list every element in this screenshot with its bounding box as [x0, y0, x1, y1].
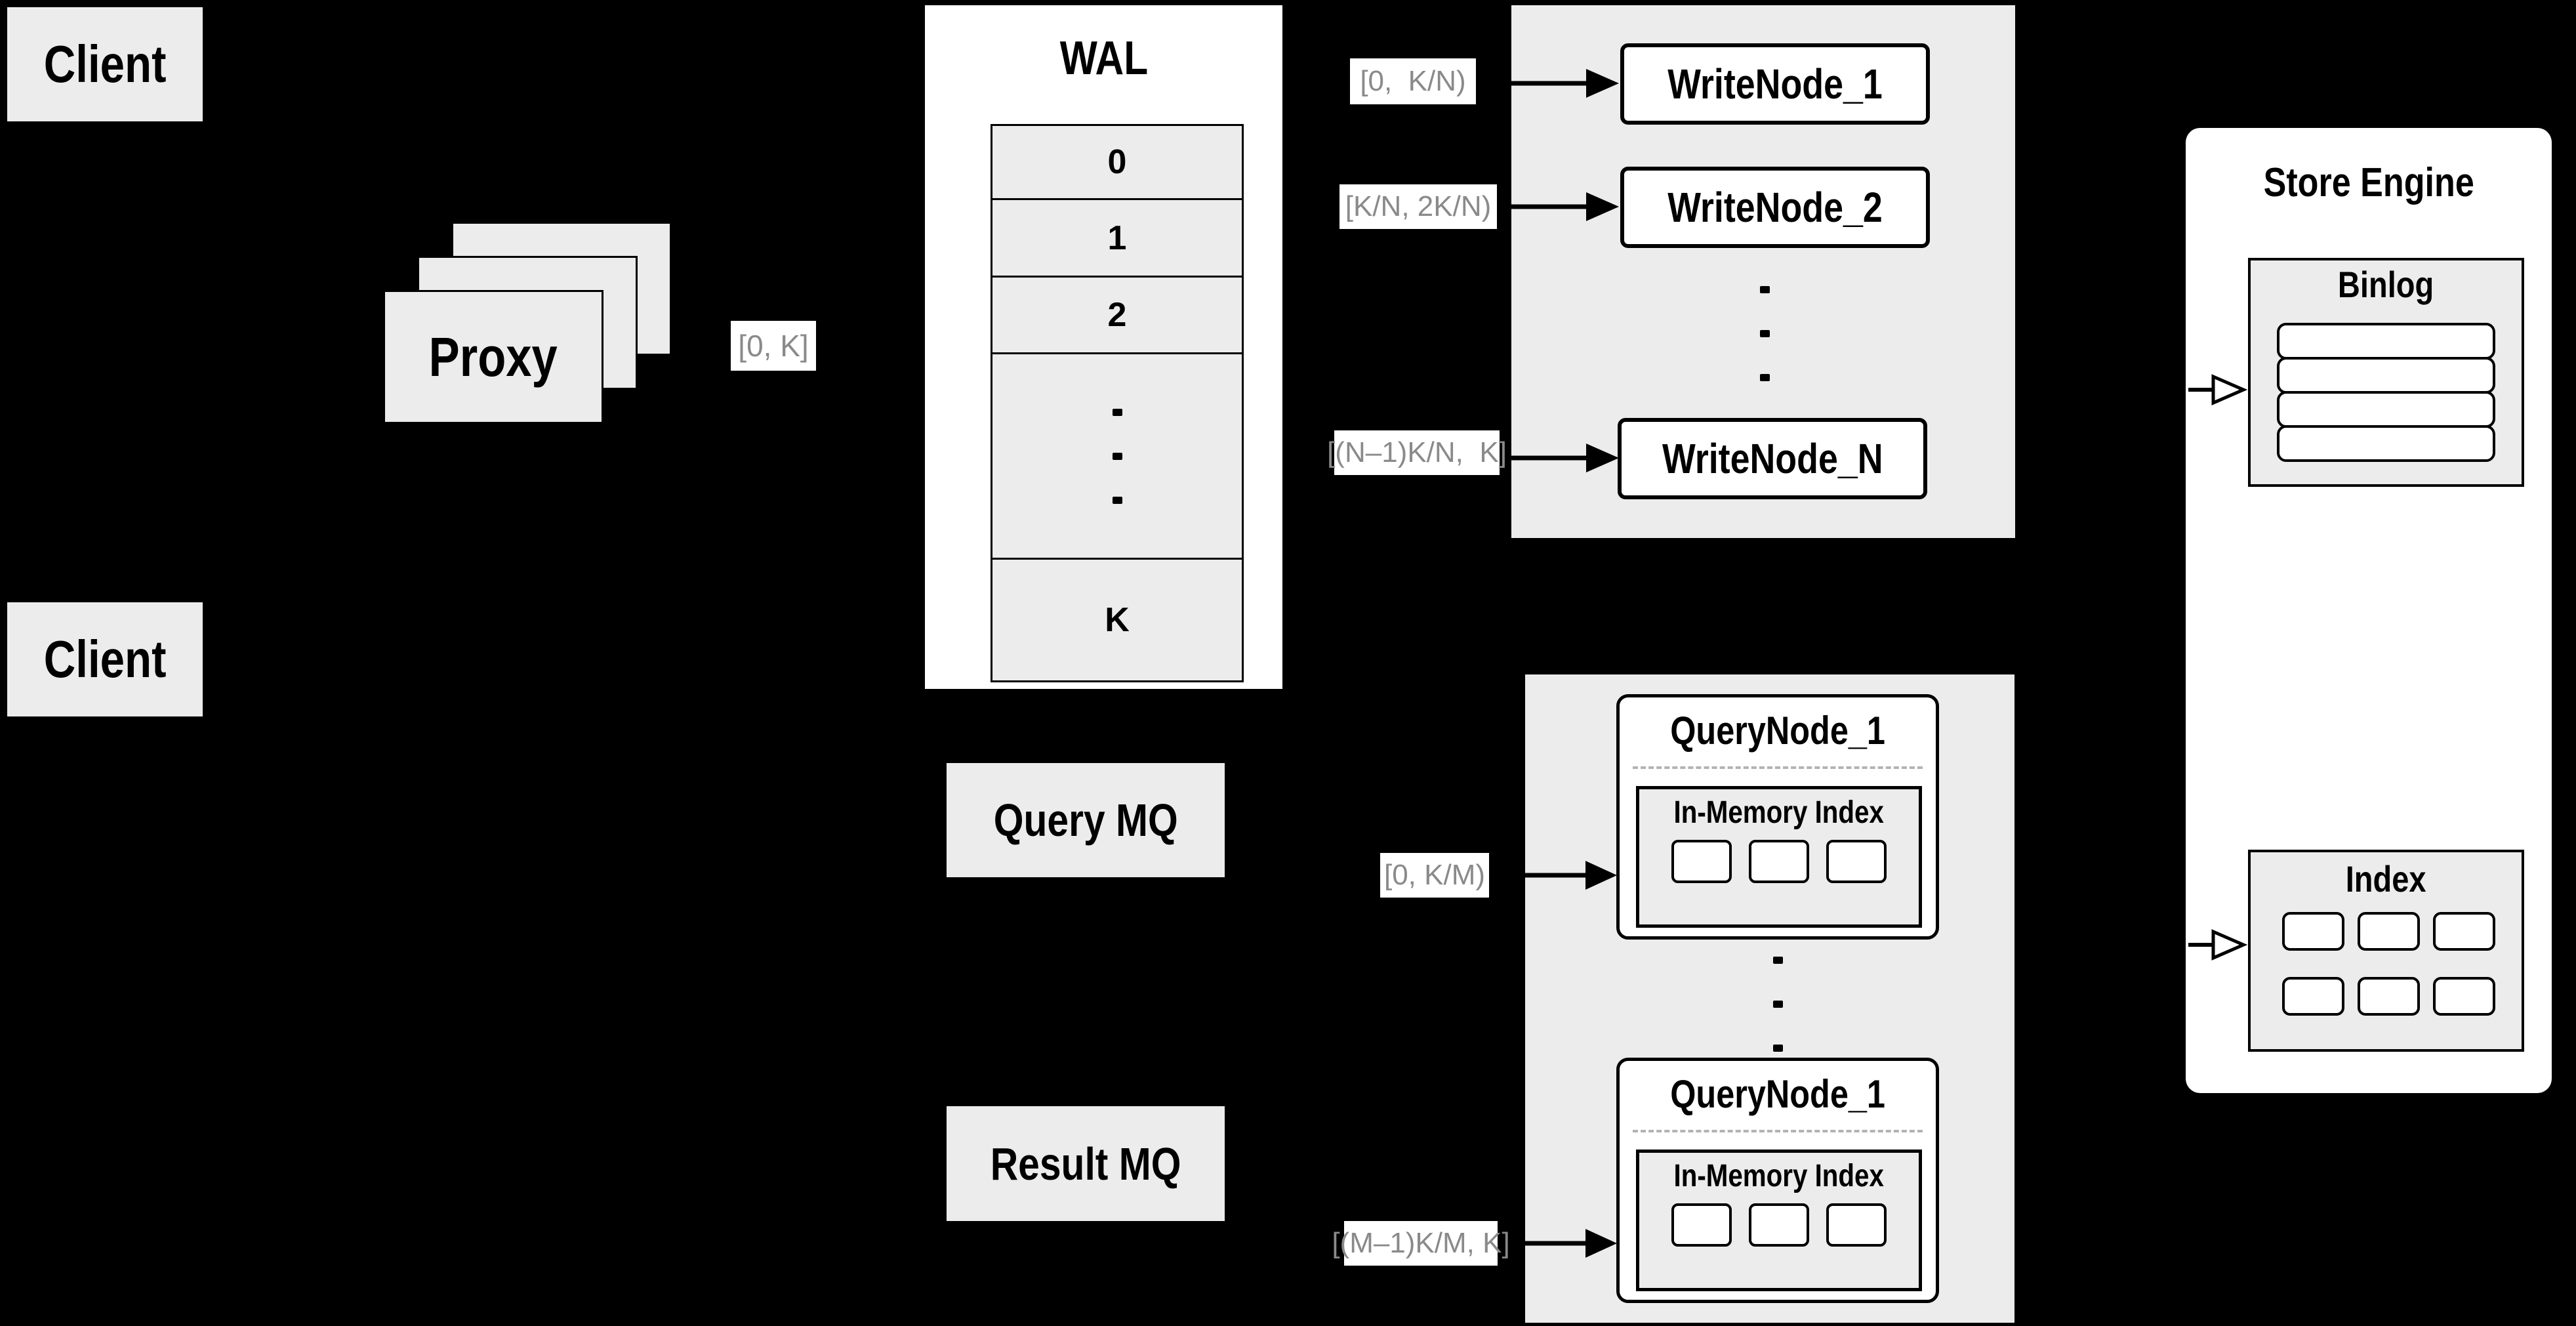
- index-cell: [2358, 912, 2420, 951]
- arrow-to-writenode-1: [1511, 69, 1619, 98]
- range-label-querynode-2: [(M–1)K/M, K]: [1332, 1221, 1510, 1266]
- segment-chip: [1826, 1203, 1887, 1247]
- wal-segment-row: 1: [991, 198, 1244, 278]
- binlog-row: [2277, 425, 2495, 462]
- wal-segment-table: 0 1 2 K: [991, 124, 1244, 682]
- store-engine-title: Store Engine: [2263, 160, 2474, 205]
- binlog-row: [2277, 357, 2495, 394]
- wal-box: WAL 0 1 2 K: [925, 5, 1282, 689]
- index-cell: [2358, 977, 2420, 1016]
- wal-title: WAL: [1059, 32, 1148, 85]
- segment-chips: [1639, 840, 1919, 883]
- dashed-divider: [1633, 766, 1923, 769]
- segment-chip: [1826, 840, 1887, 883]
- proxy-card-front: Proxy: [383, 290, 603, 424]
- range-label-writenode-1: [0, K/N): [1350, 58, 1476, 104]
- client-box-bottom: Client: [5, 600, 205, 718]
- ellipsis-dots: [1112, 408, 1122, 504]
- range-label-writenode-2: [K/N, 2K/N): [1339, 184, 1497, 229]
- in-memory-index-box: In-Memory Index: [1636, 786, 1922, 928]
- store-engine-box: Store Engine Binlog Index: [2186, 128, 2552, 1093]
- wal-segment-row-ellipsis: [991, 352, 1244, 560]
- arrow-to-writenode-2: [1511, 192, 1619, 221]
- range-label-querynode-1: [0, K/M): [1380, 853, 1489, 898]
- segment-chip: [1671, 840, 1732, 883]
- wal-segment-row: 2: [991, 276, 1244, 354]
- in-memory-index-title: In-Memory Index: [1673, 1159, 1885, 1193]
- index-cells: [2251, 912, 2522, 1016]
- binlog-row: [2277, 391, 2495, 428]
- index-box: Index: [2248, 850, 2524, 1052]
- in-memory-index-title: In-Memory Index: [1673, 795, 1885, 830]
- index-title: Index: [2346, 858, 2426, 900]
- write-node-2-box: WriteNode_2: [1620, 167, 1930, 248]
- client-label: Client: [43, 35, 167, 93]
- query-mq-box: Query MQ: [945, 761, 1227, 879]
- segment-chip: [1749, 1203, 1809, 1247]
- arrow-to-binlog: [2188, 374, 2247, 405]
- arrow-to-index: [2188, 929, 2247, 961]
- query-node-title: QueryNode_1: [1670, 1071, 1885, 1116]
- binlog-row: [2277, 323, 2495, 360]
- range-label-proxy-out: [0, K]: [731, 321, 816, 371]
- ellipsis-dots: [1732, 261, 1797, 405]
- write-node-n-box: WriteNode_N: [1618, 418, 1927, 499]
- binlog-box: Binlog: [2248, 258, 2524, 487]
- index-cell: [2433, 912, 2495, 951]
- segment-chip: [1749, 840, 1809, 883]
- ellipsis-dots: [1745, 950, 1810, 1058]
- query-node-title: QueryNode_1: [1670, 708, 1885, 753]
- in-memory-index-box: In-Memory Index: [1636, 1150, 1922, 1291]
- index-cell: [2282, 977, 2344, 1016]
- write-node-1-box: WriteNode_1: [1620, 43, 1930, 125]
- arrow-to-querynode-2: [1525, 1229, 1617, 1258]
- arrow-to-writenode-n: [1511, 444, 1619, 472]
- segment-chip: [1671, 1203, 1732, 1247]
- binlog-rows: [2251, 323, 2522, 462]
- index-cell: [2282, 912, 2344, 951]
- query-node-1-box: QueryNode_1 In-Memory Index: [1616, 694, 1939, 940]
- wal-segment-row: K: [991, 558, 1244, 682]
- result-mq-box: Result MQ: [945, 1104, 1227, 1223]
- wal-segment-row: 0: [991, 124, 1244, 200]
- dashed-divider: [1633, 1130, 1923, 1132]
- proxy-label: Proxy: [428, 325, 558, 388]
- client-label: Client: [43, 630, 167, 688]
- binlog-title: Binlog: [2338, 264, 2434, 305]
- arrow-to-querynode-1: [1525, 861, 1617, 890]
- range-label-writenode-n: [(N–1)K/N, K]: [1327, 430, 1507, 475]
- client-box-top: Client: [5, 5, 205, 123]
- segment-chips: [1639, 1203, 1919, 1247]
- query-node-2-box: QueryNode_1 In-Memory Index: [1616, 1058, 1939, 1303]
- index-cell: [2433, 977, 2495, 1016]
